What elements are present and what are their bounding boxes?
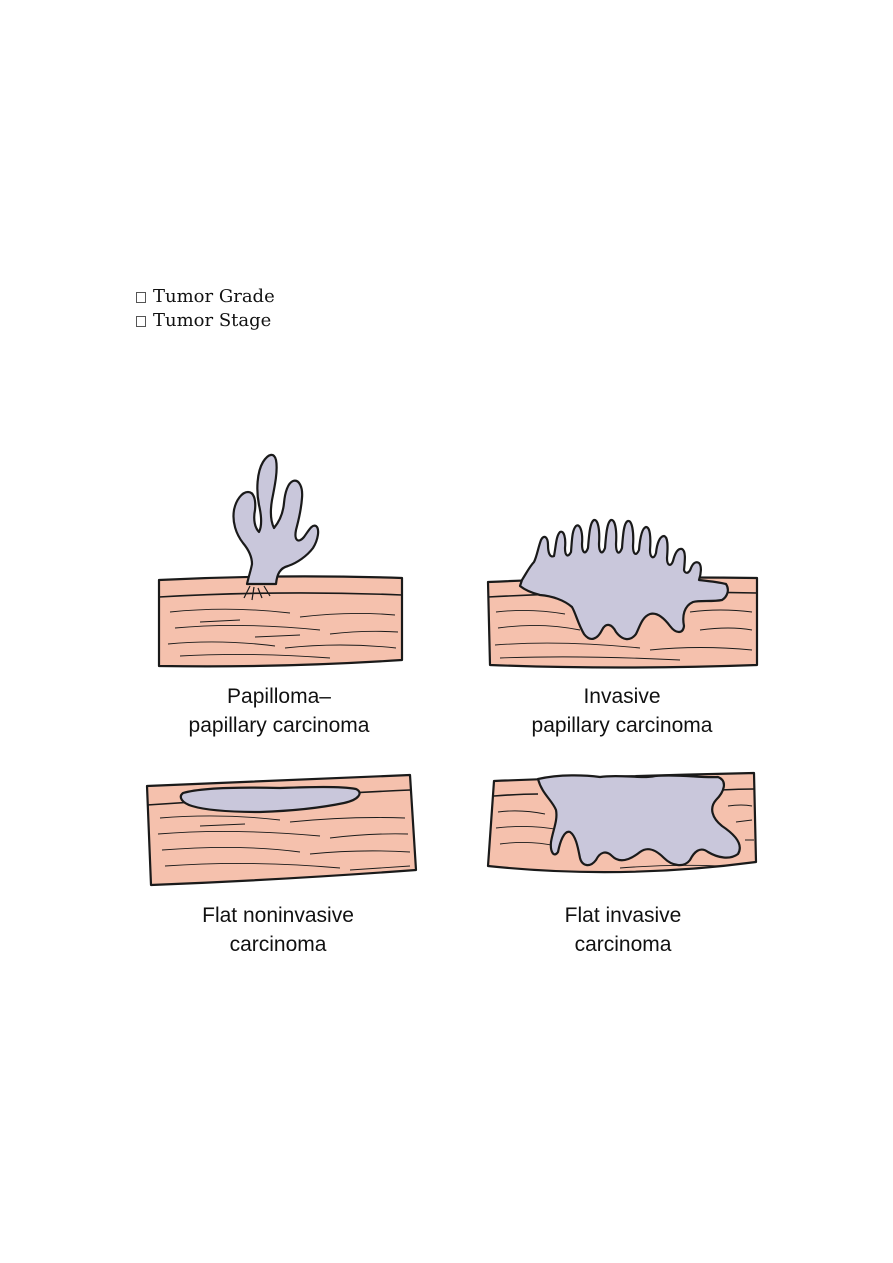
caption-line: Papilloma– — [227, 685, 331, 708]
panel-flat-noninvasive — [145, 773, 418, 887]
bullet-item-tumor-grade: Tumor Grade — [136, 285, 275, 309]
caption-invasive-papillary: Invasive papillary carcinoma — [472, 682, 772, 740]
checkbox-glyph-icon — [136, 291, 146, 303]
tissue-striations — [167, 608, 399, 659]
epithelium-line — [158, 592, 403, 598]
tumor-stalk-detail — [243, 585, 271, 601]
bullet-label: Tumor Stage — [153, 310, 272, 331]
caption-line: Flat noninvasive — [202, 904, 354, 927]
invasive-papillary-tumor — [518, 518, 729, 641]
caption-flat-invasive: Flat invasive carcinoma — [473, 901, 773, 959]
caption-papilloma: Papilloma– papillary carcinoma — [129, 682, 429, 740]
caption-line: Invasive — [583, 685, 661, 708]
papillary-tumor — [232, 453, 320, 586]
tissue-striations — [494, 609, 753, 661]
checkbox-glyph-icon — [136, 315, 146, 327]
panel-papilloma — [157, 453, 404, 668]
flat-carcinoma-layer — [179, 785, 361, 814]
panel-invasive-papillary — [486, 518, 759, 669]
caption-line: papillary carcinoma — [531, 714, 713, 737]
caption-line: papillary carcinoma — [188, 714, 370, 737]
caption-line: carcinoma — [574, 933, 672, 956]
tissue-striations — [495, 804, 754, 869]
bullet-item-tumor-stage: Tumor Stage — [136, 309, 275, 333]
flat-invasive-tumor — [536, 774, 741, 867]
bullet-label: Tumor Grade — [153, 286, 275, 307]
caption-line: carcinoma — [229, 933, 327, 956]
tissue-striations — [157, 815, 411, 871]
caption-line: Flat invasive — [564, 904, 682, 927]
bullet-list: Tumor Grade Tumor Stage — [136, 285, 275, 333]
tissue-block — [157, 575, 404, 668]
panel-flat-invasive — [486, 771, 758, 874]
caption-flat-noninvasive: Flat noninvasive carcinoma — [128, 901, 428, 959]
